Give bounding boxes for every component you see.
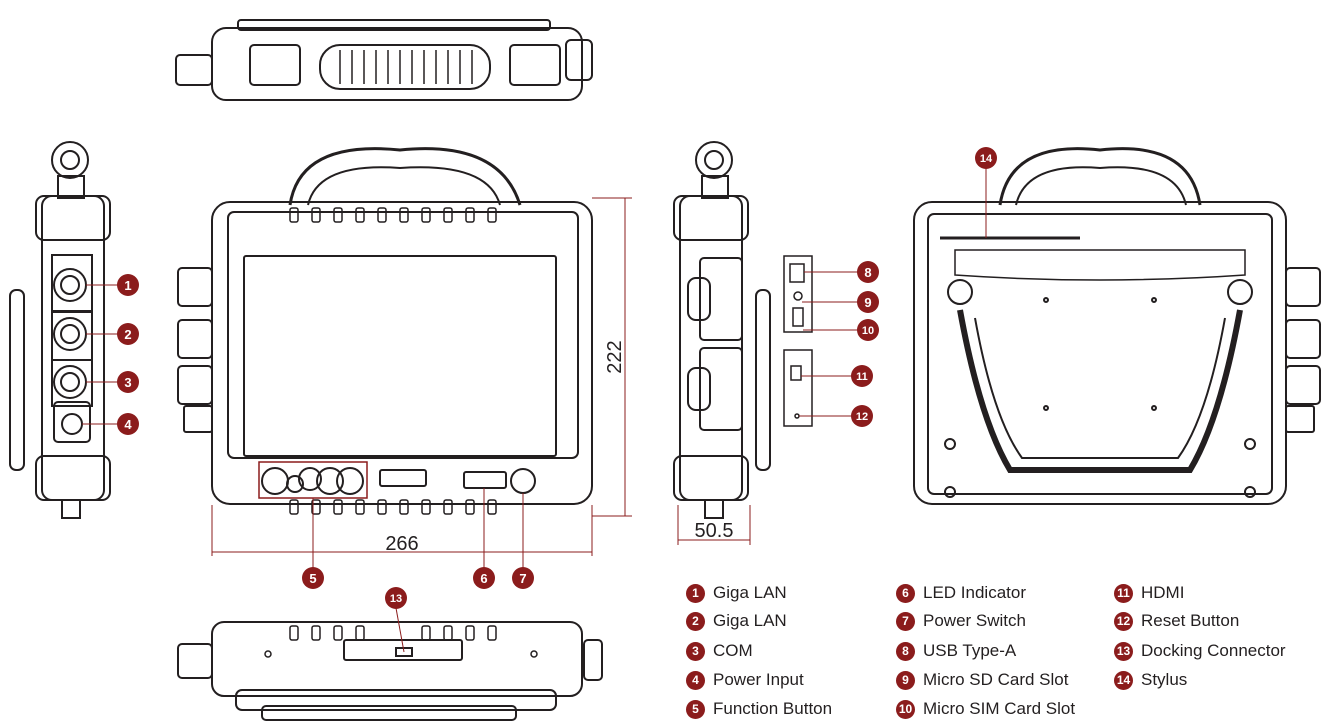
legend-item: 4 Power Input <box>686 669 804 691</box>
dimension-height-label: 222 <box>604 340 626 373</box>
legend-badge: 10 <box>896 699 915 719</box>
callout-11: 11 <box>851 365 873 387</box>
legend-badge: 13 <box>1114 641 1133 661</box>
svg-text:10: 10 <box>862 325 874 337</box>
legend-label: Micro SIM Card Slot <box>923 699 1076 718</box>
legend-badge: 7 <box>896 611 915 631</box>
legend-item: 5 Function Button <box>686 698 832 720</box>
callout-badges: 1 2 3 4 5 6 7 8 <box>117 147 997 609</box>
svg-text:9: 9 <box>864 295 871 310</box>
svg-text:7: 7 <box>519 571 526 586</box>
legend-label: Power Switch <box>923 611 1026 630</box>
legend-label: Giga LAN <box>713 611 787 630</box>
legend-badge: 8 <box>896 641 915 661</box>
legend-item: 8 USB Type-A <box>896 640 1016 662</box>
right-side-view <box>673 141 813 519</box>
callout-9: 9 <box>857 291 879 313</box>
svg-text:8: 8 <box>864 265 871 280</box>
legend-item: 9 Micro SD Card Slot <box>896 669 1068 691</box>
svg-text:13: 13 <box>390 593 402 605</box>
callout-4: 4 <box>117 413 139 435</box>
legend-item: 2 Giga LAN <box>686 610 787 632</box>
callout-6: 6 <box>473 567 495 589</box>
legend-label: USB Type-A <box>923 641 1017 660</box>
callout-8: 8 <box>857 261 879 283</box>
legend-label: LED Indicator <box>923 583 1026 602</box>
legend-label: Giga LAN <box>713 583 787 602</box>
legend-badge: 14 <box>1114 670 1133 690</box>
legend-label: HDMI <box>1141 583 1185 602</box>
legend-label: Power Input <box>713 670 804 689</box>
legend-label: Reset Button <box>1141 611 1240 630</box>
callout-7: 7 <box>512 567 534 589</box>
legend-label: Docking Connector <box>1141 641 1286 660</box>
callout-10: 10 <box>857 319 879 341</box>
legend-item: 3 COM <box>686 640 753 662</box>
back-view <box>913 147 1321 505</box>
legend-badge: 2 <box>686 611 705 631</box>
left-side-view <box>9 141 111 519</box>
callout-14: 14 <box>975 147 997 169</box>
legend-badge: 1 <box>686 583 705 603</box>
legend-badge: 9 <box>896 670 915 690</box>
svg-text:2: 2 <box>124 327 131 342</box>
legend-badge: 6 <box>896 583 915 603</box>
legend-item: 7 Power Switch <box>896 610 1026 632</box>
callout-12: 12 <box>851 405 873 427</box>
legend-item: 10 Micro SIM Card Slot <box>896 698 1075 720</box>
legend-badge: 11 <box>1114 583 1133 603</box>
legend-item: 14 Stylus <box>1114 669 1187 691</box>
svg-text:11: 11 <box>856 371 868 383</box>
svg-text:4: 4 <box>124 417 132 432</box>
legend-item: 11 HDMI <box>1114 582 1184 604</box>
legend-item: 12 Reset Button <box>1114 610 1239 632</box>
svg-text:5: 5 <box>309 571 316 586</box>
legend-item: 13 Docking Connector <box>1114 640 1286 662</box>
bottom-view <box>177 621 603 721</box>
legend-badge: 3 <box>686 641 705 661</box>
callout-13: 13 <box>385 587 407 609</box>
callout-2: 2 <box>117 323 139 345</box>
callout-3: 3 <box>117 371 139 393</box>
front-view <box>177 147 593 515</box>
dimension-lines <box>211 197 751 556</box>
legend-label: COM <box>713 641 753 660</box>
callout-leaders <box>82 168 987 653</box>
callout-1: 1 <box>117 274 139 296</box>
callout-5: 5 <box>302 567 324 589</box>
top-view <box>175 19 593 101</box>
dimension-depth-label: 50.5 <box>695 520 734 542</box>
legend-badge: 12 <box>1114 611 1133 631</box>
legend-item: 6 LED Indicator <box>896 582 1026 604</box>
svg-text:14: 14 <box>980 153 993 165</box>
dimension-width-label: 266 <box>385 533 418 555</box>
legend-badge: 5 <box>686 699 705 719</box>
legend-label: Micro SD Card Slot <box>923 670 1069 689</box>
svg-text:3: 3 <box>124 375 131 390</box>
legend-label: Function Button <box>713 699 833 718</box>
svg-text:12: 12 <box>856 411 868 423</box>
legend-item: 1 Giga LAN <box>686 582 787 604</box>
legend-label: Stylus <box>1141 670 1188 689</box>
legend-badge: 4 <box>686 670 705 690</box>
svg-text:6: 6 <box>480 571 487 586</box>
svg-text:1: 1 <box>124 278 131 293</box>
